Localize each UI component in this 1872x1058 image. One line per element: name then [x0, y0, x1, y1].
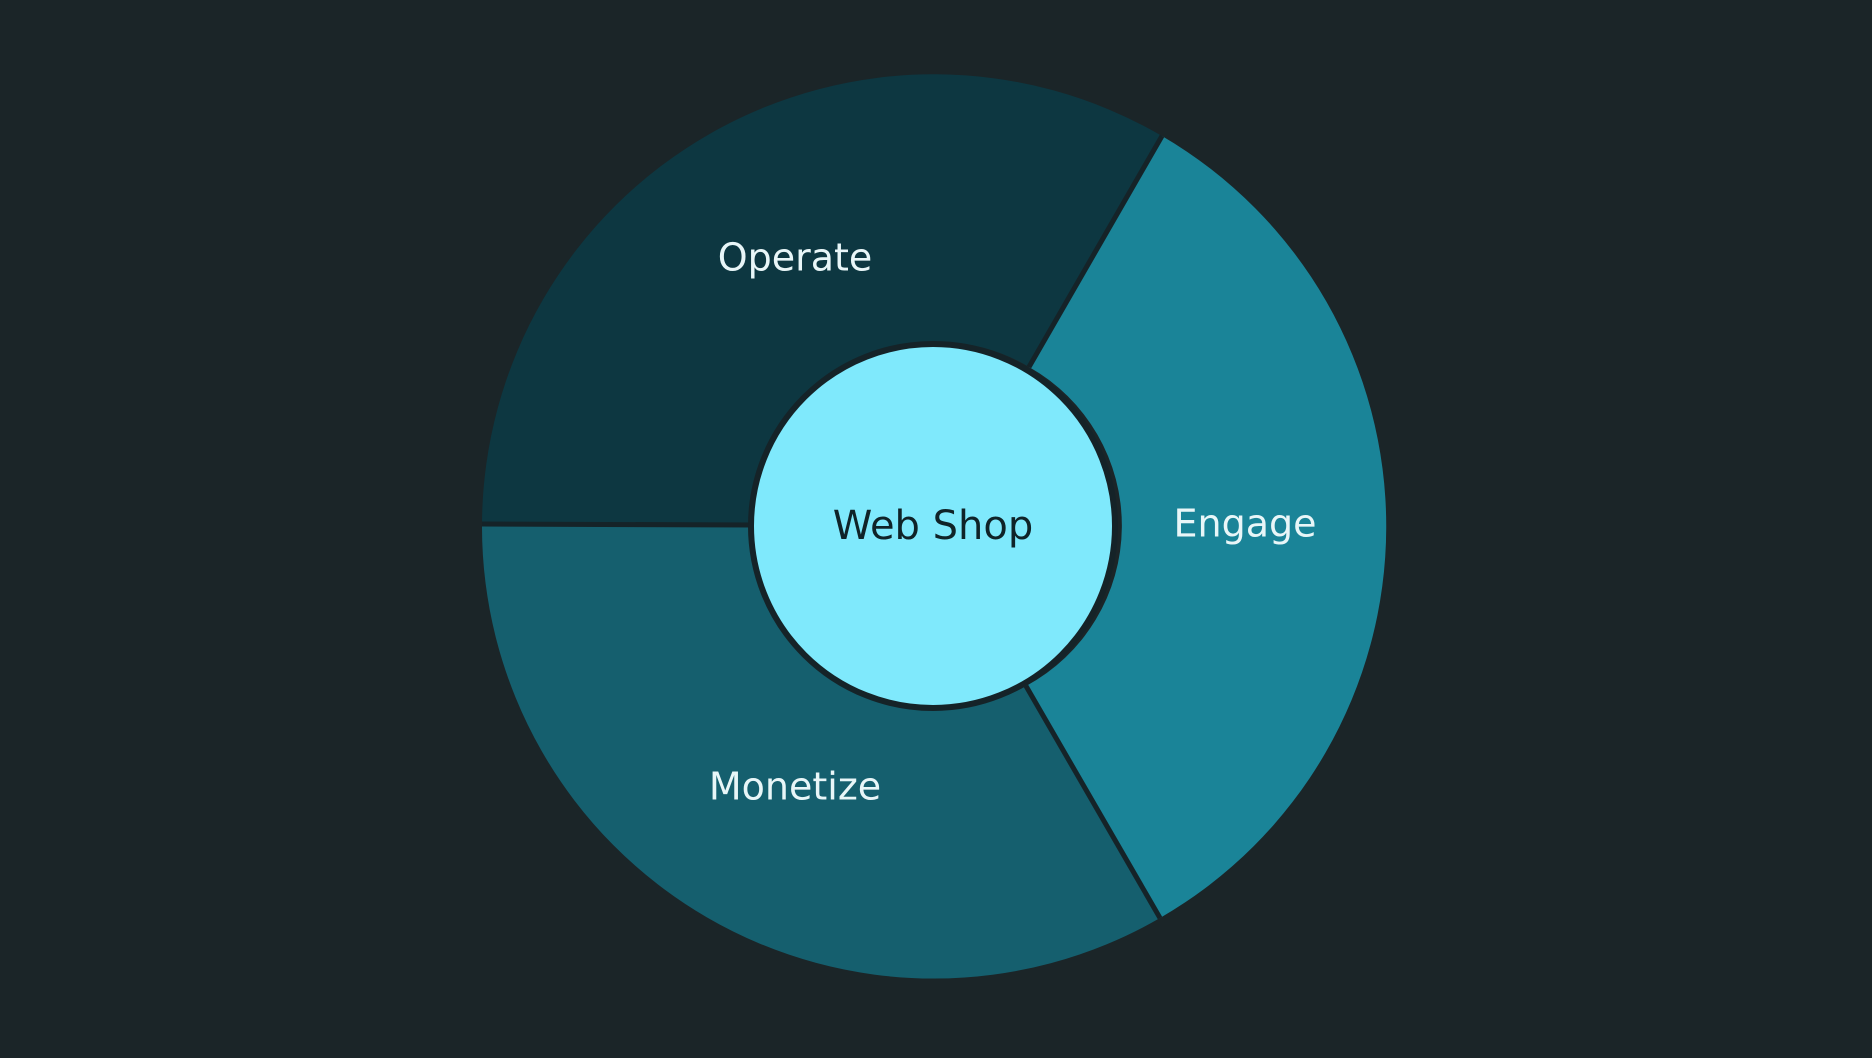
segment-label-monetize: Monetize	[709, 765, 881, 809]
segment-operate[interactable]	[482, 74, 1162, 525]
center-label: Web Shop	[833, 503, 1034, 549]
segment-label-engage: Engage	[1173, 502, 1316, 546]
divider-engage-monetize	[1023, 684, 1163, 920]
segment-label-operate: Operate	[718, 236, 873, 280]
segment-engage[interactable]	[1026, 136, 1387, 918]
segment-monetize[interactable]	[481, 524, 1160, 979]
center-hub[interactable]	[748, 341, 1118, 711]
divider-operate-engage	[1026, 134, 1165, 369]
divider-monetize-operate	[481, 521, 755, 528]
